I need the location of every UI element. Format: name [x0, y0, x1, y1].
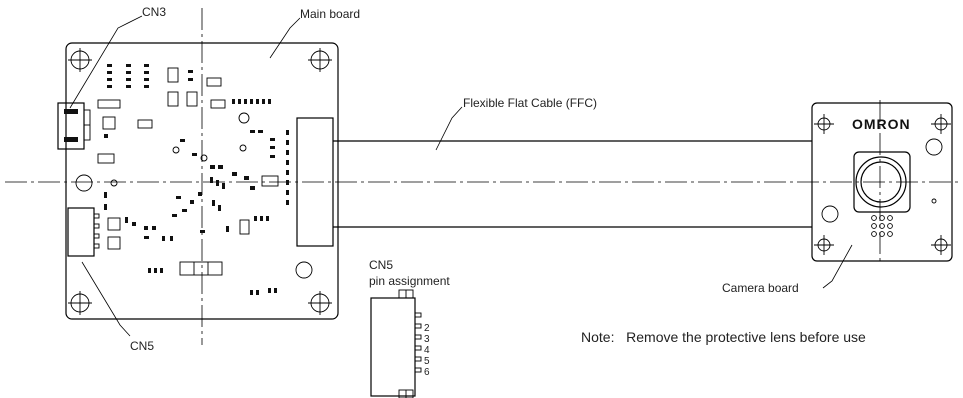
component-outline: [107, 217, 121, 231]
ffc-label: Flexible Flat Cable (FFC): [463, 96, 597, 110]
board-hole: [110, 179, 118, 187]
triple-block: [179, 261, 223, 276]
camera-board-outline: [811, 102, 953, 262]
cn3-label: CN3: [142, 5, 166, 19]
camera-board-hole: [821, 205, 839, 223]
camera-hole-top-left: [814, 114, 834, 134]
mounting-hole-bottom-left: [68, 291, 92, 315]
component-outline: [137, 119, 153, 129]
camera-board: OMRON: [811, 102, 953, 262]
component-outline: [107, 236, 121, 250]
board-hole: [239, 144, 247, 152]
pin-1-stub: [414, 312, 422, 318]
pin-label: 3: [424, 334, 430, 345]
cn5-board-connector: [67, 207, 100, 257]
cn5-leader: [81, 261, 131, 337]
board-hole: [295, 261, 313, 279]
main-board-leader: [269, 17, 301, 59]
camera-lens: [853, 151, 911, 213]
board-hole: [75, 174, 93, 192]
main-board-label: Main board: [300, 7, 360, 21]
board-hole: [238, 112, 250, 124]
cn5-detail-housing: [370, 297, 416, 397]
component-outline: [102, 116, 116, 130]
camera-hole-bottom-right: [931, 235, 951, 255]
pin-stub: [414, 323, 422, 329]
lens-holder: [853, 151, 911, 213]
smd-components: [104, 64, 289, 295]
camera-hole-bottom-left: [814, 235, 834, 255]
main-board: [57, 42, 339, 320]
main-ffc-connector: [296, 117, 334, 247]
camera-pads: [871, 215, 893, 237]
flexible-flat-cable: [333, 140, 812, 228]
board-hole: [200, 154, 208, 162]
ffc-leader: [435, 106, 463, 151]
camera-board-hole: [925, 138, 943, 156]
pin-stub: [414, 345, 422, 351]
omron-logo: OMRON: [852, 116, 911, 132]
cn3-connector: [57, 102, 91, 150]
cn5-label: CN5: [130, 339, 154, 353]
pin-label: 5: [424, 356, 430, 367]
mounting-hole-bottom-right: [308, 291, 332, 315]
pin-label: 2: [424, 323, 430, 334]
main-board-outline: [65, 42, 339, 320]
board-hole: [172, 146, 180, 154]
camera-board-label: Camera board: [722, 281, 799, 295]
center-lines: [5, 8, 960, 345]
camera-board-leader: [822, 244, 853, 289]
pin-stub: [414, 334, 422, 340]
pin-stub: [414, 356, 422, 362]
note-text: Note: Remove the protective lens before …: [581, 329, 866, 345]
cn5-detail-title: CN5: [369, 258, 393, 272]
leader-lines: [69, 15, 853, 337]
small-ics: [97, 67, 279, 235]
mounting-hole-top-right: [308, 48, 332, 72]
cn3-leader: [69, 15, 143, 109]
pin-stub: [414, 367, 422, 373]
cn5-detail-subtitle: pin assignment: [369, 274, 450, 288]
cn5-pin-assignment-detail: 2 3 4 5 6: [370, 289, 430, 398]
pin-label: 6: [424, 367, 430, 378]
pin-label: 4: [424, 345, 430, 356]
camera-hole-top-right: [931, 114, 951, 134]
mounting-hole-top-left: [68, 48, 92, 72]
cn5-housing: [67, 207, 95, 257]
camera-board-hole: [931, 198, 937, 204]
